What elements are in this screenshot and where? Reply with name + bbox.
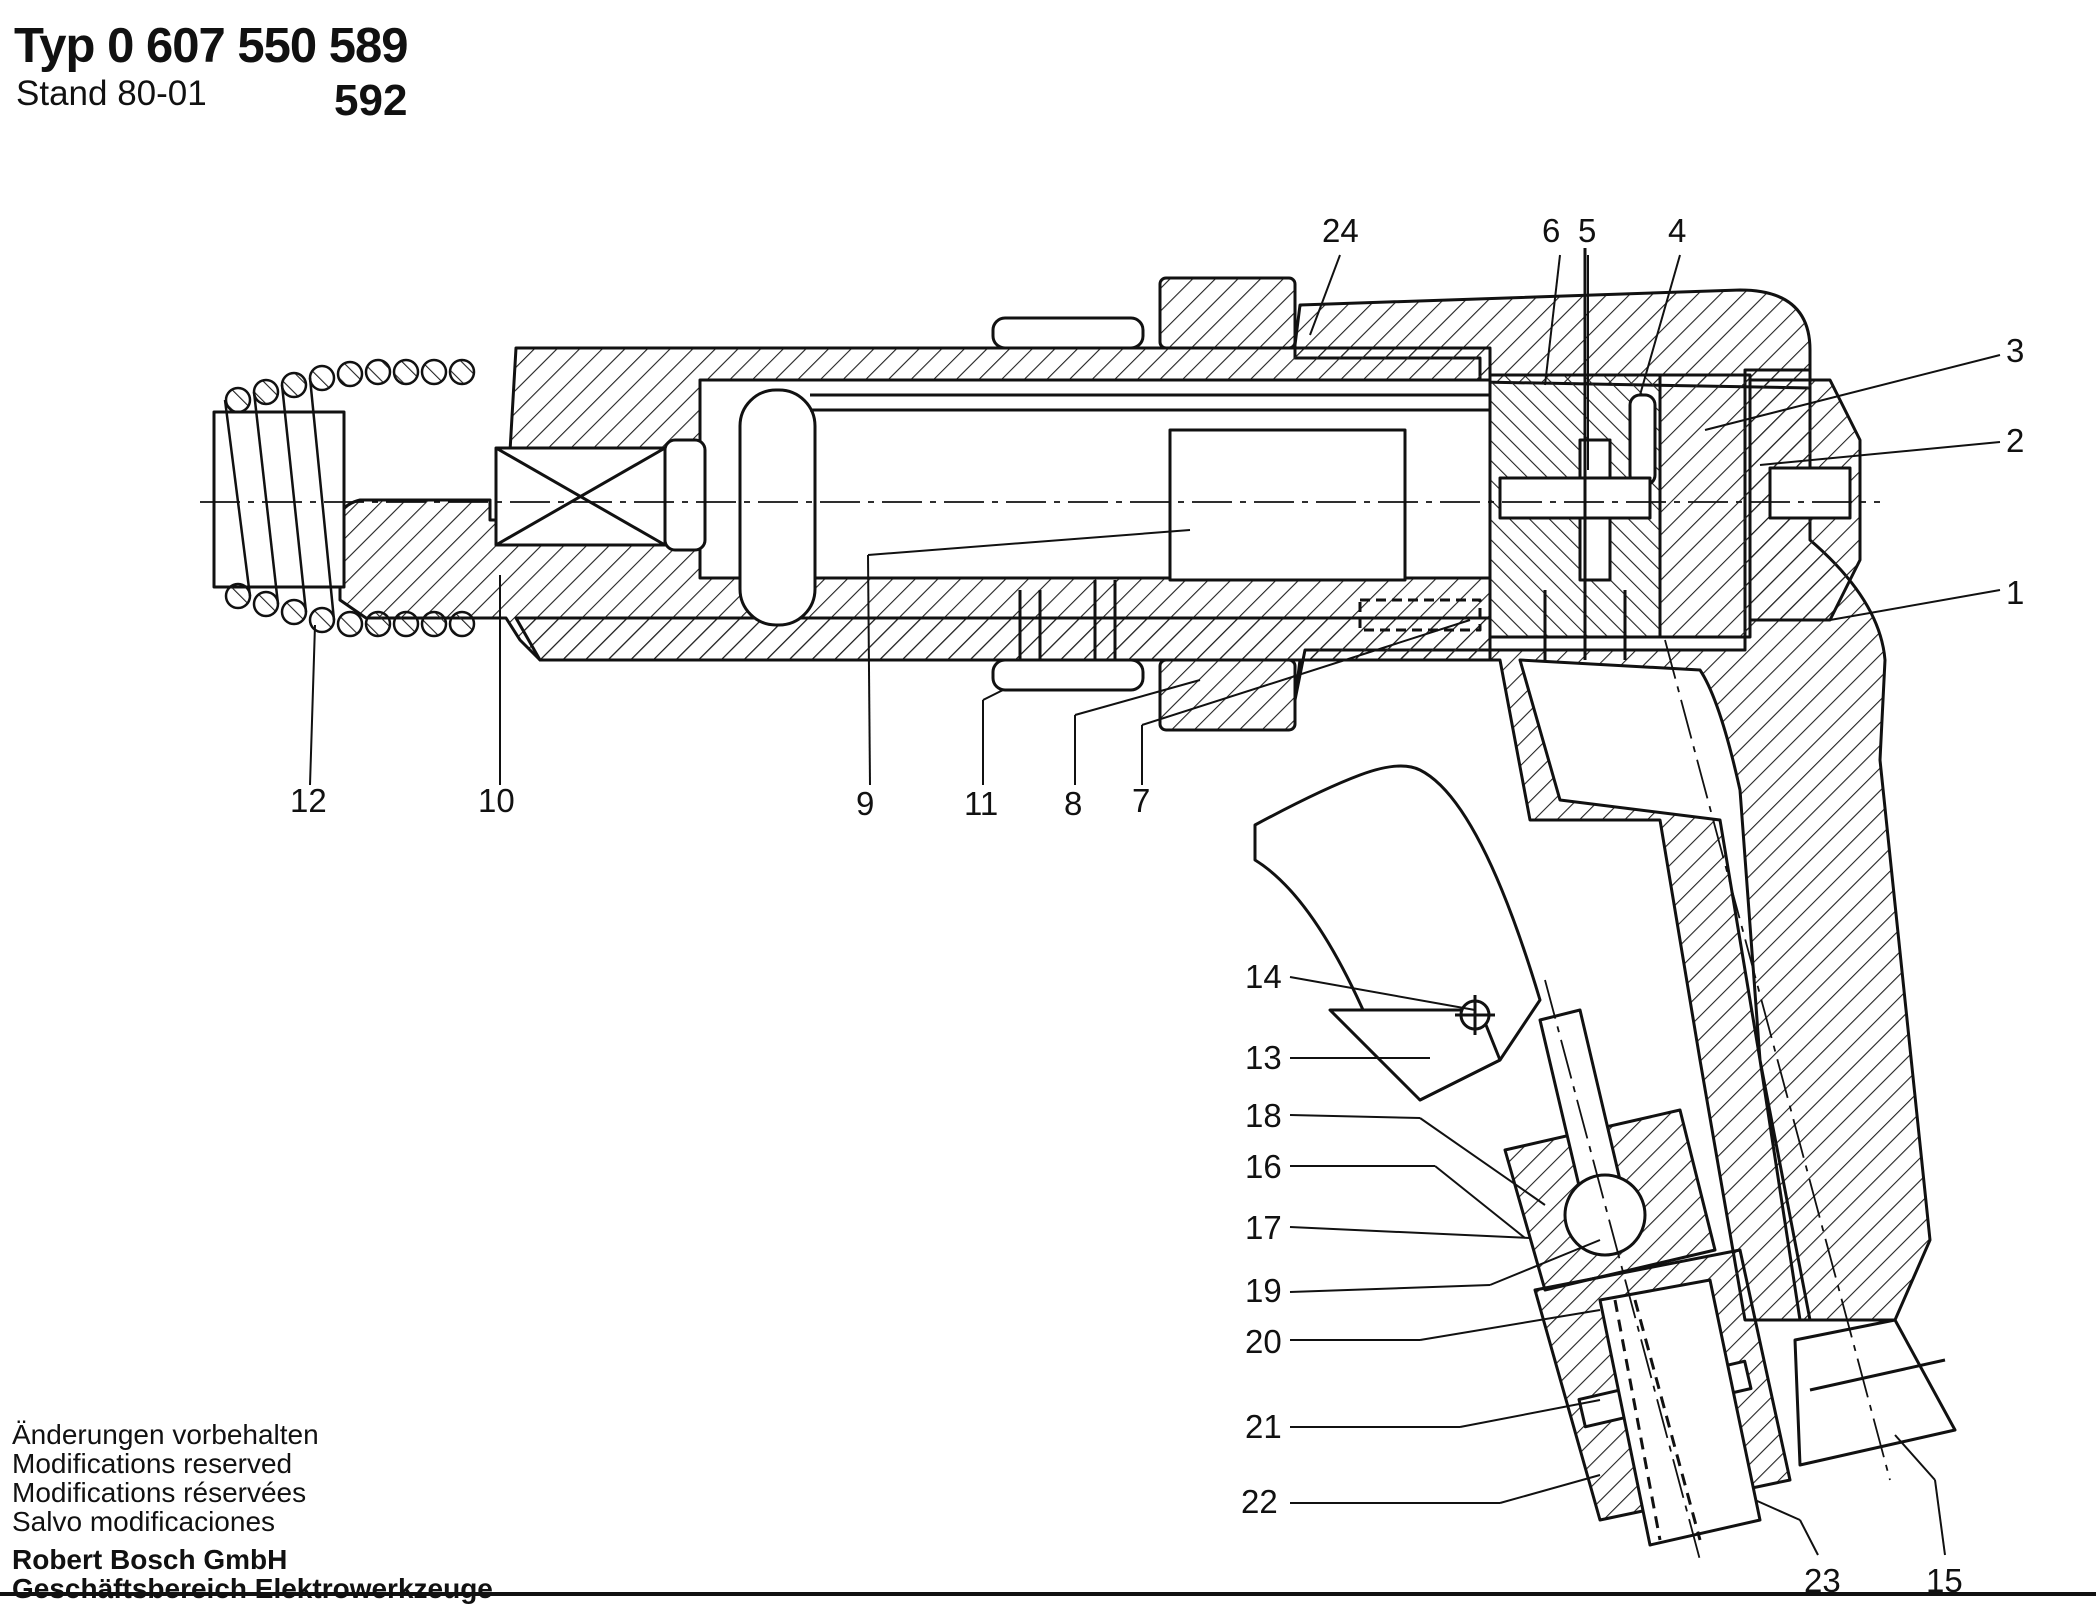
company-block: Robert Bosch GmbH Geschäftsbereich Elekt… [12, 1545, 493, 1603]
notice-es: Salvo modificaciones [12, 1506, 276, 1537]
part-label-3: 3 [2006, 332, 2024, 369]
part-label-11: 11 [964, 785, 998, 822]
part-label-13: 13 [1245, 1039, 1282, 1076]
modification-notice: Änderungen vorbehalten Modifications res… [12, 1420, 319, 1536]
valve-bore [1598, 1278, 1762, 1547]
document-type-number: Typ 0 607 550 589 [14, 19, 408, 73]
part-label-8: 8 [1064, 785, 1082, 822]
notice-de: Änderungen vorbehalten [12, 1419, 319, 1450]
part-number-labels: 24 6 5 4 3 2 1 12 10 9 11 8 7 14 13 18 1… [290, 212, 2024, 1599]
drive-bit-9 [1168, 428, 1407, 582]
leader-lines [309, 254, 2001, 1556]
part-label-21: 21 [1245, 1408, 1282, 1445]
housing-lower-ring [1158, 658, 1297, 732]
document-stand: Stand 80-01 [16, 74, 207, 113]
part-label-5: 5 [1578, 212, 1596, 249]
part-label-9: 9 [856, 785, 874, 822]
part-label-18: 18 [1245, 1097, 1282, 1134]
housing-front-ring [1158, 276, 1297, 350]
thread-front [212, 410, 346, 589]
spring-coils [223, 358, 476, 638]
part-label-4: 4 [1668, 212, 1686, 249]
spindle-lower-wall [514, 616, 1492, 662]
part-label-19: 19 [1245, 1272, 1282, 1309]
part-label-12: 12 [290, 782, 327, 819]
notice-en: Modifications reserved [12, 1448, 293, 1479]
part-label-2: 2 [2006, 422, 2024, 459]
part-label-6: 6 [1542, 212, 1560, 249]
alternate-type-number: 592 [334, 76, 408, 125]
motor-shaft [1498, 476, 1652, 520]
part-label-17: 17 [1245, 1209, 1282, 1246]
part-label-22: 22 [1241, 1483, 1278, 1520]
spindle-shaft [738, 388, 817, 627]
part-label-24: 24 [1322, 212, 1359, 249]
part-label-7: 7 [1132, 782, 1150, 819]
part-label-14: 14 [1245, 958, 1282, 995]
part-label-1: 1 [2006, 574, 2024, 611]
air-inlet-15 [1793, 1318, 1957, 1467]
handle-axis [1664, 639, 1891, 1481]
part-label-20: 20 [1245, 1323, 1282, 1360]
notice-fr: Modifications réservées [12, 1477, 307, 1508]
part-label-10: 10 [478, 782, 515, 819]
page-bottom-rule [0, 1592, 2096, 1596]
valve-ball-19 [1563, 1173, 1647, 1257]
end-plate-3 [1658, 373, 1752, 639]
company-division: Geschäftsbereich Elektrowerkzeuge [12, 1573, 493, 1604]
company-name: Robert Bosch GmbH [12, 1544, 288, 1575]
part-label-16: 16 [1245, 1148, 1282, 1185]
retaining-clip-11 [991, 316, 1145, 350]
